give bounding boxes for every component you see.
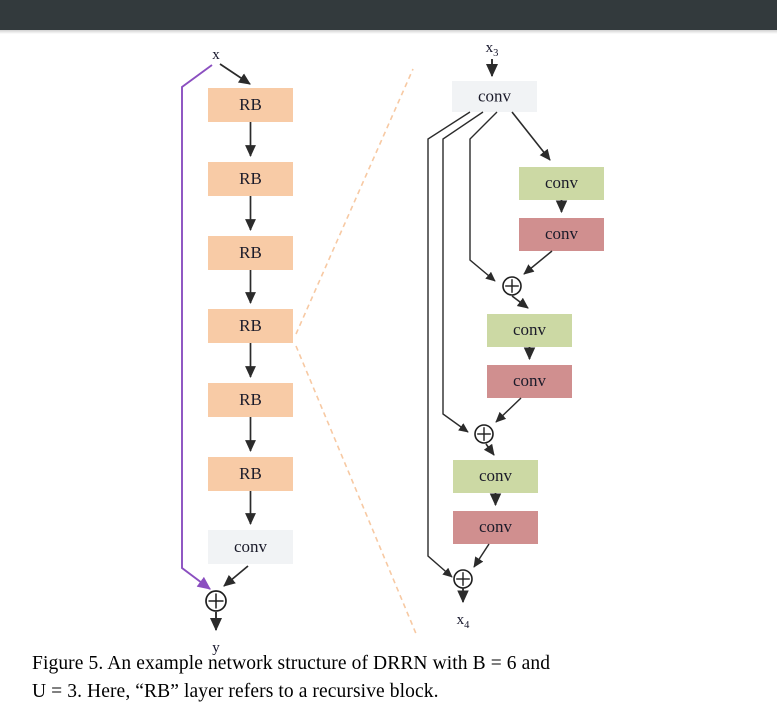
unit3-red-conv-label: conv xyxy=(479,517,513,536)
unit3-green-conv-label: conv xyxy=(479,466,513,485)
unit3-green-conv-block[interactable]: conv xyxy=(453,460,538,493)
right-input-label: x3 xyxy=(486,40,499,59)
right-output-label: x4 xyxy=(457,612,471,631)
left-conv-block-label: conv xyxy=(234,537,268,556)
unit1-green-conv-block[interactable]: conv xyxy=(519,167,604,200)
rb-block-2-label: RB xyxy=(239,169,262,188)
left-panel-group: x RB RB RB RB xyxy=(181,47,293,656)
top-bar-shadow xyxy=(0,30,777,34)
arrow-input-to-rb1 xyxy=(219,63,251,85)
arrow-unit1-red-to-sum xyxy=(523,250,553,275)
window-top-bar xyxy=(0,0,777,30)
left-conv-block-rect[interactable] xyxy=(208,530,293,564)
unit1-red-conv-block[interactable]: conv xyxy=(519,218,604,251)
unit3-green-conv-rect[interactable] xyxy=(453,460,538,493)
unit2-red-conv-rect[interactable] xyxy=(487,365,572,398)
left-output-label: y xyxy=(212,640,220,656)
unit2-red-conv-block[interactable]: conv xyxy=(487,365,572,398)
rb-block-6[interactable]: RB xyxy=(208,457,293,491)
rb-block-1-rect[interactable] xyxy=(208,88,293,122)
rb-block-2[interactable]: RB xyxy=(208,162,293,196)
right-head-conv-label: conv xyxy=(478,86,512,105)
unit1-red-conv-label: conv xyxy=(545,224,579,243)
rb-block-2-rect[interactable] xyxy=(208,162,293,196)
unit1-red-conv-rect[interactable] xyxy=(519,218,604,251)
right-panel-group: x3 conv conv con xyxy=(427,40,604,631)
rb-block-3-label: RB xyxy=(239,243,262,262)
rb-block-5-rect[interactable] xyxy=(208,383,293,417)
rb-block-3[interactable]: RB xyxy=(208,236,293,270)
rb-block-4[interactable]: RB xyxy=(208,309,293,343)
rb-block-1[interactable]: RB xyxy=(208,88,293,122)
left-input-label: x xyxy=(212,47,220,63)
unit2-sum-node xyxy=(474,424,494,444)
rb-block-5[interactable]: RB xyxy=(208,383,293,417)
unit2-green-conv-label: conv xyxy=(513,320,547,339)
rb-block-4-rect[interactable] xyxy=(208,309,293,343)
residual-unit-2: conv conv xyxy=(474,314,572,456)
arrow-unit2-red-to-sum xyxy=(495,397,522,423)
identity-branch-3 xyxy=(427,111,471,578)
left-sum-node xyxy=(205,590,227,612)
unit3-sum-node xyxy=(453,569,473,589)
identity-branch-2 xyxy=(442,111,484,433)
figure-caption: Figure 5. An example network structure o… xyxy=(32,650,747,706)
arrow-unit3-red-to-sum xyxy=(473,543,490,568)
arrow-unit1-sum-to-unit2 xyxy=(511,295,529,309)
unit1-sum-node xyxy=(502,276,522,296)
diagram-canvas: x RB RB RB RB xyxy=(181,40,604,656)
rb-block-3-rect[interactable] xyxy=(208,236,293,270)
left-conv-block[interactable]: conv xyxy=(208,530,293,564)
rb-block-6-rect[interactable] xyxy=(208,457,293,491)
identity-branch-1 xyxy=(469,111,498,282)
right-head-conv-rect[interactable] xyxy=(452,81,537,112)
rb-block-1-label: RB xyxy=(239,95,262,114)
zoom-line-lower xyxy=(295,345,418,637)
arrow-unit2-sum-to-unit3 xyxy=(483,443,495,456)
unit1-green-conv-label: conv xyxy=(545,173,579,192)
zoom-line-upper xyxy=(295,68,414,335)
right-head-conv-block[interactable]: conv xyxy=(452,81,537,112)
arrow-head-to-unit1-green xyxy=(511,111,551,161)
rb-block-4-label: RB xyxy=(239,316,262,335)
residual-unit-3: conv conv xyxy=(453,460,538,604)
figure-5-diagram: x RB RB RB RB xyxy=(0,34,777,720)
rb-block-5-label: RB xyxy=(239,390,262,409)
unit3-red-conv-rect[interactable] xyxy=(453,511,538,544)
zoom-callout-lines xyxy=(295,68,418,637)
unit3-red-conv-block[interactable]: conv xyxy=(453,511,538,544)
arrow-conv-to-sum xyxy=(223,565,249,587)
unit2-green-conv-block[interactable]: conv xyxy=(487,314,572,347)
caption-line-2: U = 3. Here, “RB” layer refers to a recu… xyxy=(32,681,439,702)
rb-block-6-label: RB xyxy=(239,464,262,483)
unit2-green-conv-rect[interactable] xyxy=(487,314,572,347)
global-skip-connection xyxy=(181,64,213,590)
unit2-red-conv-label: conv xyxy=(513,371,547,390)
caption-line-1: Figure 5. An example network structure o… xyxy=(32,653,551,674)
unit1-green-conv-rect[interactable] xyxy=(519,167,604,200)
residual-unit-1: conv conv xyxy=(502,167,604,309)
